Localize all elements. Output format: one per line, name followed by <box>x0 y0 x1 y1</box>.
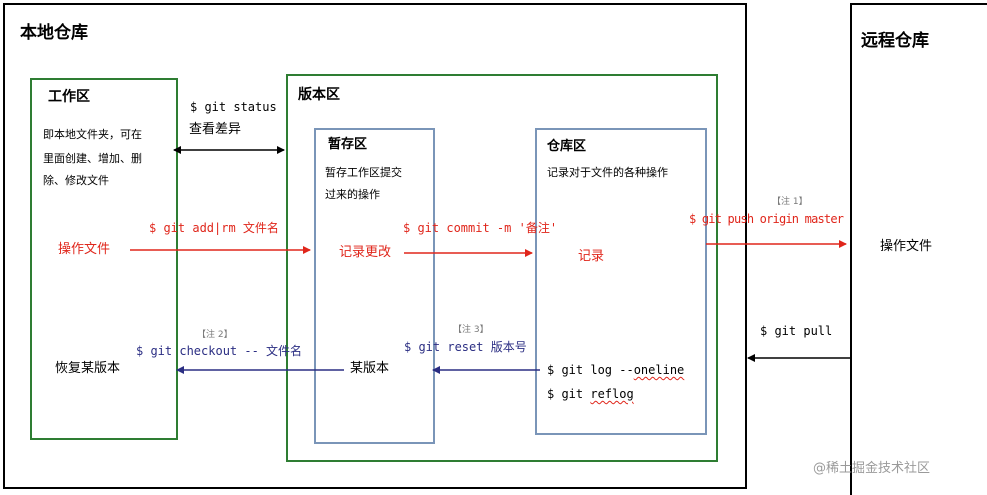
stage-op-label: 记录更改 <box>339 245 392 260</box>
stage-title: 暂存区 <box>328 137 368 152</box>
remote-repo-box <box>850 3 987 495</box>
version-area-box <box>286 74 718 462</box>
some-version-label: 某版本 <box>350 361 390 376</box>
workspace-box <box>30 78 178 440</box>
git-checkout-command: $ git checkout -- 文件名 <box>136 344 303 358</box>
remote-repo-title: 远程仓库 <box>861 31 929 51</box>
stage-desc-line-2: 过来的操作 <box>325 188 380 201</box>
git-add-command: $ git add|rm 文件名 <box>149 221 279 235</box>
workspace-desc-line-2: 里面创建、增加、删 <box>43 152 142 165</box>
remote-op-label: 操作文件 <box>880 239 933 254</box>
reset-note: 【注 3】 <box>453 325 489 335</box>
workspace-desc-line-1: 即本地文件夹，可在 <box>43 128 142 141</box>
git-pull-command: $ git pull <box>760 324 833 338</box>
push-note: 【注 1】 <box>772 197 808 207</box>
git-push-command: $ git push origin master <box>689 212 844 226</box>
repository-area-desc: 记录对于文件的各种操作 <box>547 166 668 179</box>
restore-version-label: 恢复某版本 <box>55 361 121 376</box>
repository-area-box <box>535 128 707 435</box>
git-reset-command: $ git reset 版本号 <box>404 340 527 354</box>
local-repo-box <box>3 3 747 489</box>
watermark: @稀土掘金技术社区 <box>813 461 931 476</box>
workspace-op-label: 操作文件 <box>58 242 111 257</box>
git-log-oneline-word: oneline <box>633 363 685 377</box>
repository-area-title: 仓库区 <box>547 139 587 154</box>
stage-box <box>314 128 435 444</box>
git-commit-command: $ git commit -m '备注' <box>403 221 558 235</box>
version-area-title: 版本区 <box>298 87 340 103</box>
stage-desc-line-1: 暂存工作区提交 <box>325 166 402 179</box>
git-status-command: $ git status <box>190 100 277 114</box>
git-log-prefix: $ git log -- <box>547 363 634 377</box>
git-reflog-command: $ git reflog <box>547 388 634 400</box>
git-reflog-word: reflog <box>590 387 634 401</box>
local-repo-title: 本地仓库 <box>20 23 88 43</box>
git-log-command: $ git log --oneline <box>547 364 684 376</box>
workspace-title: 工作区 <box>48 89 90 105</box>
repository-op-label: 记录 <box>578 249 605 264</box>
git-status-desc: 查看差异 <box>189 122 242 137</box>
workspace-desc-line-3: 除、修改文件 <box>43 174 109 187</box>
checkout-note: 【注 2】 <box>197 330 233 340</box>
git-reflog-prefix: $ git <box>547 387 591 401</box>
